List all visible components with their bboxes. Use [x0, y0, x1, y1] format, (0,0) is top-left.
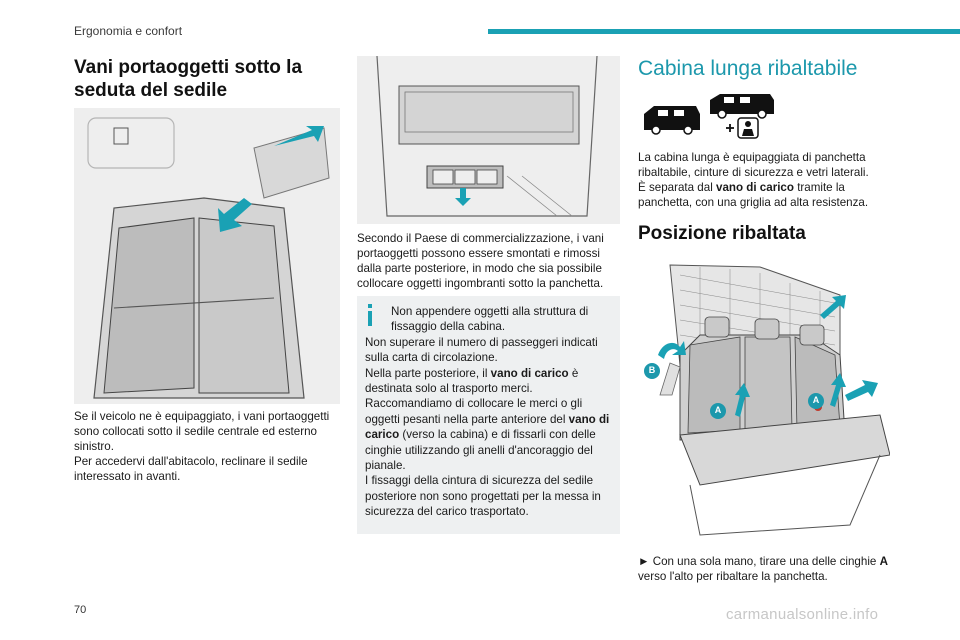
plus-icon — [726, 124, 734, 132]
seat-person-icon — [737, 117, 759, 139]
tilting-cab-para-1: La cabina lunga è equipaggiata di panche… — [638, 151, 869, 179]
page-number: 70 — [74, 604, 87, 616]
info-line-1: Non appendere oggetti alla struttura di … — [391, 305, 589, 334]
tilting-cab-text: La cabina lunga è equipaggiata di panche… — [638, 150, 888, 210]
storage-para-2: Per accedervi dall'abitacolo, reclinare … — [74, 455, 308, 483]
column-storage-under-seat: Vani portaoggetti sotto la seduta del se… — [74, 56, 340, 102]
info-text: Non appendere oggetti alla struttura di … — [365, 304, 612, 520]
fold-instruction: ► Con una sola mano, tirare una delle ci… — [638, 554, 888, 584]
storage-para-1: Se il veicolo ne è equipaggiato, i vani … — [74, 410, 330, 453]
label-a-right: A — [812, 395, 820, 405]
info-box: Non appendere oggetti alla struttura di … — [357, 296, 620, 534]
info-line-4: Raccomandiamo di collocare le merci o gl… — [365, 397, 610, 473]
info-line-3: Nella parte posteriore, il vano di caric… — [365, 366, 579, 396]
removable-storage-svg — [357, 56, 620, 224]
removable-storage-para: Secondo il Paese di commercializzazione,… — [357, 232, 604, 290]
removable-storage-text: Secondo il Paese di commercializzazione,… — [357, 231, 620, 291]
tilting-cab-para-2: È separata dal vano di carico tramite la… — [638, 181, 869, 209]
info-line-2: Non superare il numero di passeggeri ind… — [365, 335, 598, 365]
header-section-title: Ergonomia e confort — [74, 24, 183, 38]
van-large-icon — [710, 94, 774, 119]
watermark: carmanualsonline.info — [726, 606, 879, 623]
folded-position-heading-wrap: Posizione ribaltata — [638, 222, 888, 245]
storage-text: Se il veicolo ne è equipaggiato, i vani … — [74, 409, 340, 484]
header-accent-bar — [488, 29, 960, 34]
info-icon — [368, 304, 372, 326]
storage-illustration-svg — [74, 108, 340, 404]
column-tilting-cab: Cabina lunga ribaltabile — [638, 56, 888, 82]
label-b: B — [648, 365, 656, 375]
info-line-5: I fissaggi della cintura di sicurezza de… — [365, 474, 601, 519]
folded-position-heading: Posizione ribaltata — [638, 223, 806, 244]
tilting-cab-heading: Cabina lunga ribaltabile — [638, 57, 858, 80]
folded-bench-svg — [640, 255, 890, 545]
van-small-icon — [644, 106, 700, 135]
van-icons — [644, 94, 774, 139]
removable-storage-illustration — [357, 56, 620, 224]
label-a-left: A — [714, 405, 722, 415]
storage-heading: Vani portaoggetti sotto la seduta del se… — [74, 57, 303, 101]
storage-under-seat-illustration — [74, 108, 340, 404]
fold-instruction-text: ► Con una sola mano, tirare una delle ci… — [638, 555, 888, 583]
folded-bench-illustration: B A A — [640, 255, 890, 545]
